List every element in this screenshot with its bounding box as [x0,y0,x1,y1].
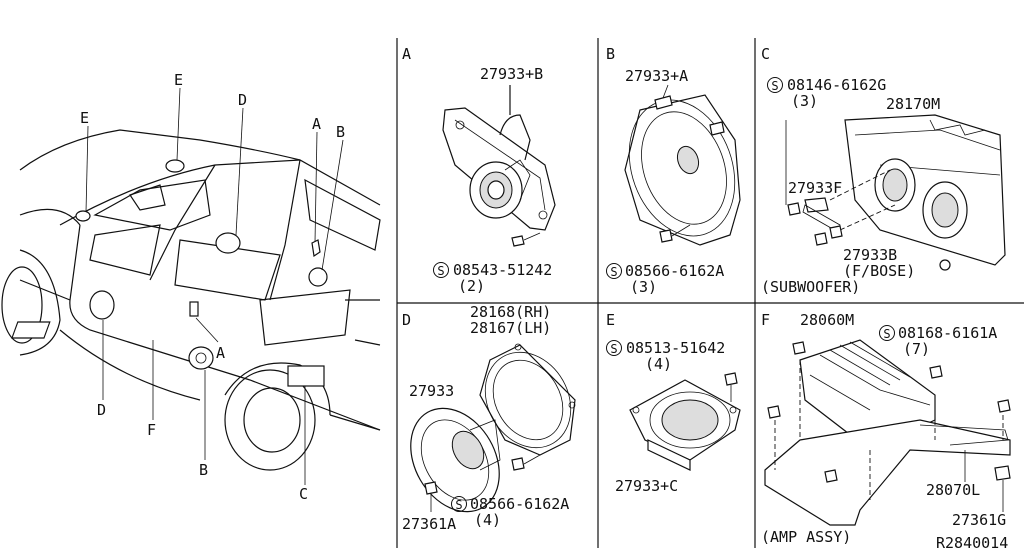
panel-d-drawing [410,343,576,513]
panel-f-letter: F [761,311,771,329]
panel-e-letter: E [606,311,616,329]
panel-c-part-clip: 27933B [843,246,898,264]
panel-grid [396,38,1024,548]
panel-b-screw: 08566-6162A [625,262,725,280]
panel-f-part-bracket: 28070L [926,481,981,499]
panel-a-screw: 08543-51242 [453,261,553,279]
diagram-id: R2840014 [936,534,1009,552]
panel-d-screw: 08566-6162A [470,495,570,513]
vehicle-overview-drawing [1,87,381,485]
overview-callout-d2: D [97,401,107,419]
panel-a-drawing [442,85,556,247]
overview-callout-b2: B [199,461,209,479]
panel-a-part-tweeter: 27933+B [480,65,544,83]
panel-d-screw-symbol: S [451,496,467,512]
panel-a-qty: (2) [458,277,486,295]
overview-callout-e2: E [174,71,184,89]
panel-c-drawing [785,114,1006,271]
panel-d-part-adapter-rh: 28168(RH) [470,303,552,321]
panel-f-part-amplifier: 28060M [800,311,855,329]
overview-callout-e1: E [80,109,90,127]
overview-callout-f: F [147,421,157,439]
overview-callout-a1: A [312,115,322,133]
panel-c-note: (F/BOSE) [843,262,916,280]
panel-d-part-clip: 27361A [402,515,457,533]
panel-e-screw-symbol: S [606,340,622,356]
panel-c-caption: (SUBWOOFER) [761,278,861,296]
panel-b-qty: (3) [630,278,658,296]
panel-f-screw-symbol: S [879,325,895,341]
panel-f-drawing [764,339,1011,526]
panel-f-screw: 08168-6161A [898,324,998,342]
panel-b-drawing [624,84,741,246]
panel-e-qty: (4) [645,355,673,373]
overview-callout-d1: D [238,91,248,109]
overview-callout-a2: A [216,344,226,362]
panel-c-qty: (3) [791,92,819,110]
panel-c-part-subwoofer: 28170M [886,95,941,113]
panel-e-drawing [629,372,741,471]
panel-c-screw-symbol: S [767,77,783,93]
panel-d-qty: (4) [474,511,502,529]
panel-c-letter: C [761,45,771,63]
panel-f-part-clip: 27361G [952,511,1007,529]
panel-d-part-adapter-lh: 28167(LH) [470,319,552,337]
panel-a-screw-symbol: S [433,262,449,278]
overview-callout-b1: B [336,123,346,141]
panel-d-part-speaker: 27933 [409,382,455,400]
panel-f-qty: (7) [903,340,931,358]
panel-e-screw: 08513-51642 [626,339,726,357]
panel-b-letter: B [606,45,616,63]
panel-d-letter: D [402,311,412,329]
panel-e-part-speaker: 27933+C [615,477,679,495]
panel-b-part-speaker: 27933+A [625,67,689,85]
panel-a-letter: A [402,45,412,63]
panel-c-screw: 08146-6162G [787,76,887,94]
panel-f-caption: (AMP ASSY) [761,528,852,546]
overview-callout-c: C [299,485,309,503]
panel-b-screw-symbol: S [606,263,622,279]
panel-c-part-bracket: 27933F [788,179,843,197]
